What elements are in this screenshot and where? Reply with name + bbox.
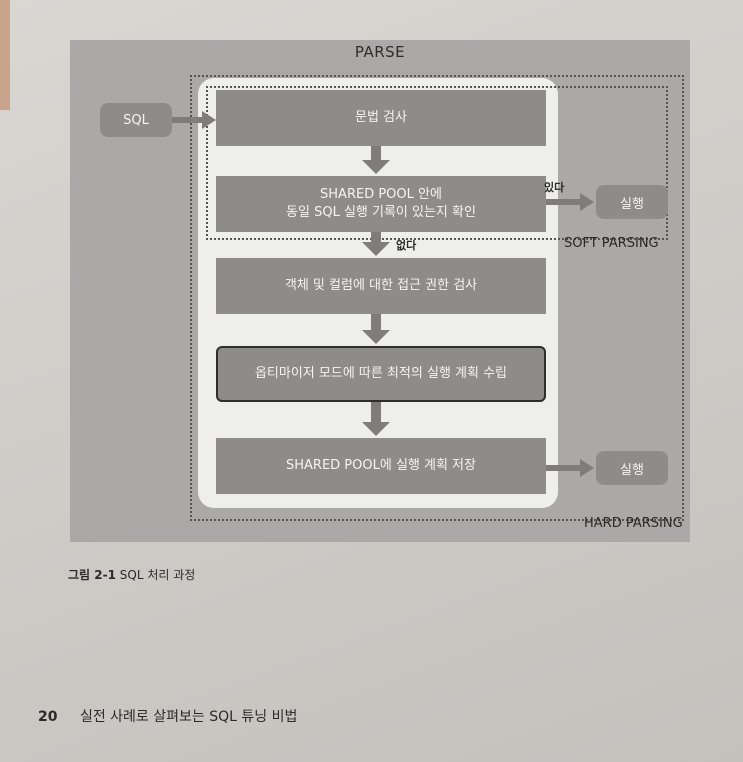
store-plan-step: SHARED POOL에 실행 계획 저장: [216, 438, 546, 494]
syntax-check-step: 문법 검사: [216, 90, 546, 146]
book-title: 실전 사례로 살펴보는 SQL 튜닝 비법: [79, 709, 298, 725]
page-footer: 20 실전 사례로 살펴보는 SQL 튜닝 비법: [38, 706, 297, 726]
privilege-check-step: 객체 및 컬럼에 대한 접근 권한 검사: [216, 258, 546, 314]
shared-pool-check-line2: 동일 SQL 실행 기록이 있는지 확인: [286, 205, 476, 220]
soft-parsing-frame: [206, 86, 668, 240]
yes-label: 있다: [544, 181, 565, 194]
soft-parsing-label: SOFT PARSING: [564, 236, 659, 251]
store-plan-label: SHARED POOL에 실행 계획 저장: [286, 458, 476, 473]
figure-caption: 그림 2-1 SQL 처리 과정: [68, 566, 195, 583]
sql-input-node: SQL: [100, 103, 172, 137]
optimizer-plan-step: 옵티마이저 모드에 따른 최적의 실행 계획 수립: [216, 346, 546, 402]
page-number: 20: [38, 709, 58, 725]
flow-arrows: [172, 111, 594, 477]
execute-node-hard: 실행: [596, 451, 668, 485]
syntax-check-label: 문법 검사: [355, 110, 407, 125]
hard-parsing-label: HARD PARSING: [584, 516, 683, 531]
shared-pool-check-step: SHARED POOL 안에 동일 SQL 실행 기록이 있는지 확인: [216, 176, 546, 232]
sql-processing-figure: PARSE SQL 문법 검사 SHARED POOL 안에 동일 SQL 실행…: [70, 40, 690, 542]
optimizer-plan-label: 옵티마이저 모드에 따른 최적의 실행 계획 수립: [254, 366, 508, 381]
caption-text: SQL 처리 과정: [119, 568, 196, 582]
privilege-check-label: 객체 및 컬럼에 대한 접근 권한 검사: [284, 278, 478, 293]
page-edge: [0, 0, 10, 110]
caption-number: 그림 2-1: [68, 568, 116, 582]
hard-parsing-frame: [190, 75, 684, 521]
no-label: 없다: [396, 239, 417, 252]
execute-node-soft: 실행: [596, 185, 668, 219]
figure-title: PARSE: [354, 43, 406, 61]
shared-pool-check-line1: SHARED POOL 안에: [320, 187, 442, 202]
